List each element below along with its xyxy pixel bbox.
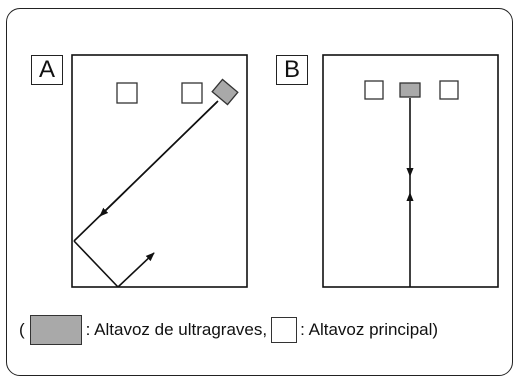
legend-main-speaker-swatch [271, 317, 298, 343]
sound-path-a-reflection [73, 240, 119, 288]
main-speaker-a-left [116, 82, 138, 104]
subwoofer-b [399, 82, 421, 98]
legend-subwoofer-swatch [29, 315, 82, 345]
sound-path-a-bounce [117, 252, 155, 288]
room-a-outline [71, 54, 248, 288]
panel-b-label: B [276, 55, 308, 85]
legend-subwoofer-label: : Altavoz de ultragraves, [85, 320, 268, 339]
legend-open-paren: ( [19, 320, 25, 339]
main-speaker-b-left [364, 80, 384, 100]
legend-main-speaker-label: : Altavoz principal) [300, 320, 439, 339]
main-speaker-a-right [181, 82, 203, 104]
sound-path-a-diagonal [73, 101, 218, 242]
subwoofer-a [211, 78, 239, 106]
legend: ( : Altavoz de ultragraves, : Altavoz pr… [19, 315, 438, 345]
main-speaker-b-right [439, 80, 459, 100]
panel-a-label: A [31, 55, 63, 85]
figure-frame [6, 8, 513, 376]
